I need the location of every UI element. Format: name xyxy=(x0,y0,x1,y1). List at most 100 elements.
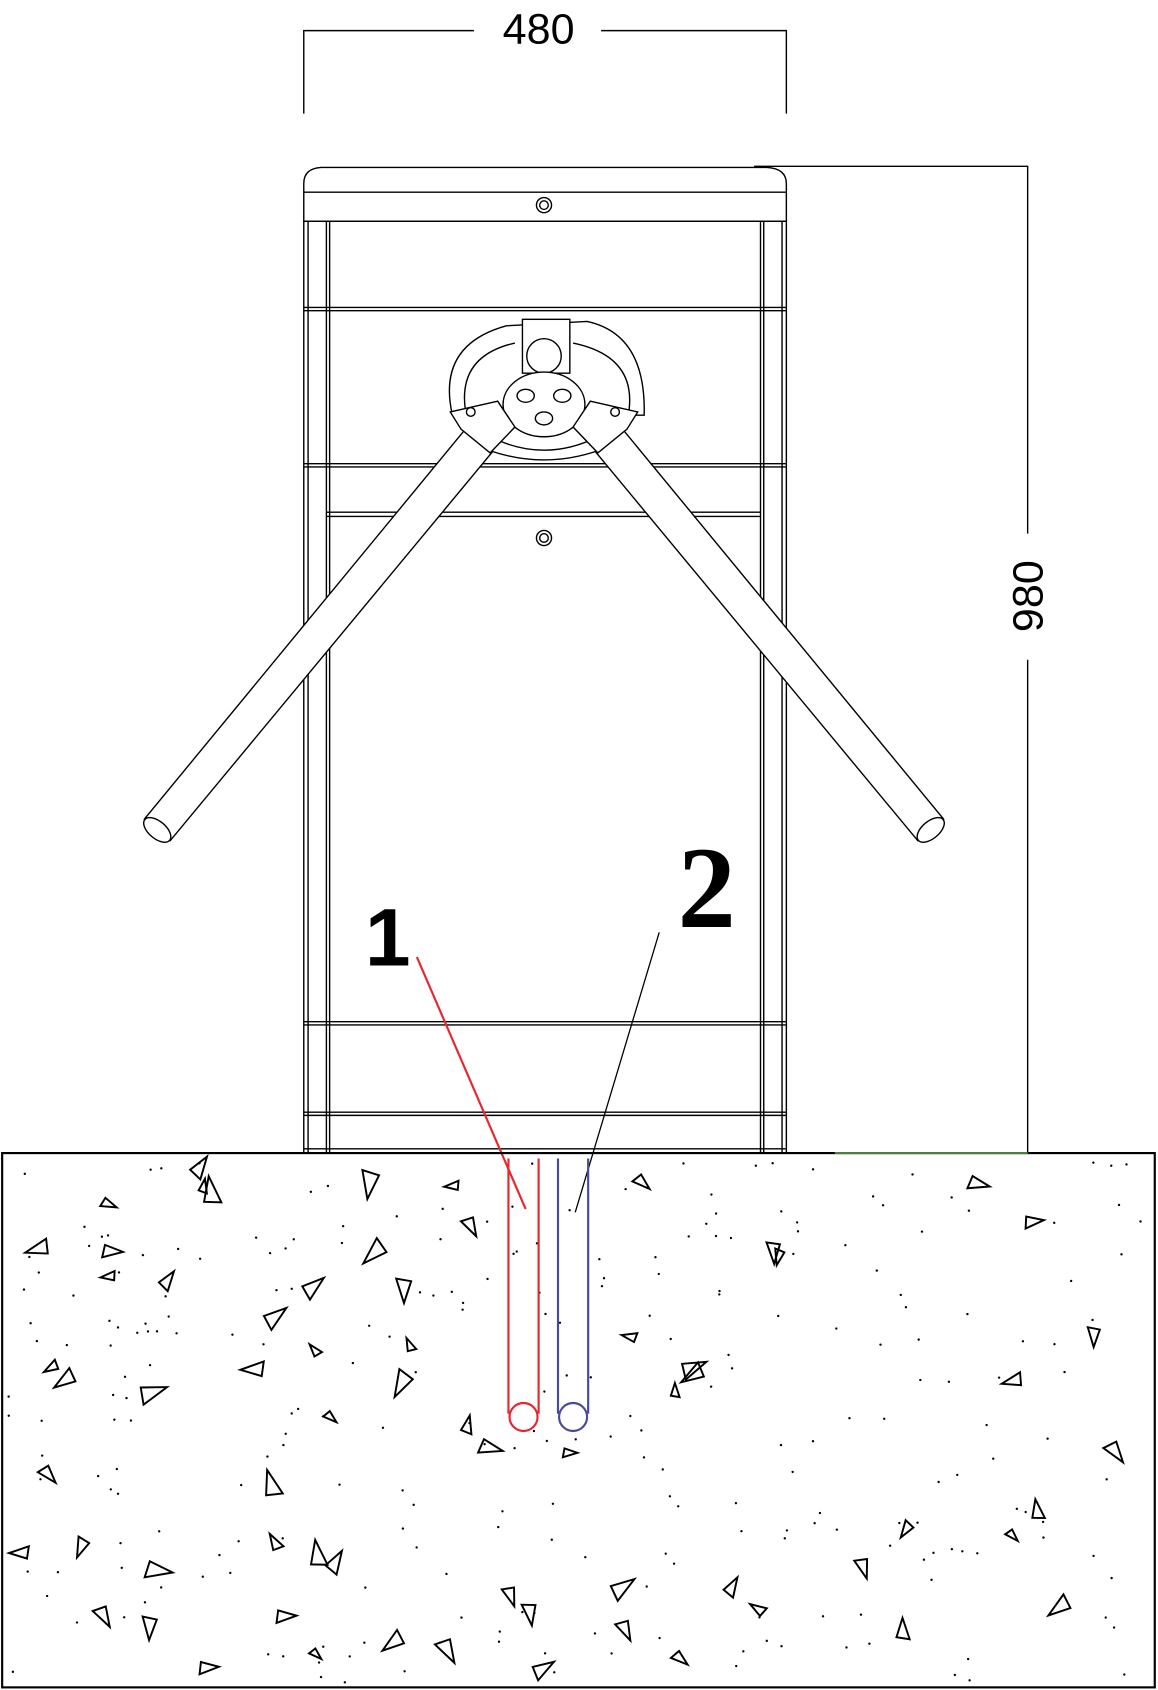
aggregate-dot xyxy=(727,1353,730,1357)
aggregate-stone xyxy=(309,1536,330,1566)
rotor-head xyxy=(448,318,645,461)
aggregate-stone xyxy=(41,1357,60,1374)
aggregate-stone xyxy=(307,1646,324,1662)
aggregate-dot xyxy=(338,1483,341,1486)
aggregate-dot xyxy=(730,1367,734,1370)
aggregate-stone xyxy=(895,1614,912,1641)
aggregate-dot xyxy=(460,1616,463,1619)
aggregate-dot xyxy=(468,1421,471,1425)
aggregate-stone xyxy=(300,1275,327,1302)
concrete-foundation xyxy=(1,1152,1156,1689)
aggregate-stone xyxy=(998,1370,1023,1387)
aggregate-stone xyxy=(774,1247,786,1269)
aggregate-dot xyxy=(108,1319,111,1323)
aggregate-dot xyxy=(7,1395,10,1398)
aggregate-dot xyxy=(848,1417,851,1420)
aggregate-dot xyxy=(116,1326,120,1329)
aggregate-dot xyxy=(284,1432,287,1435)
aggregate-stone xyxy=(680,1360,710,1382)
aggregate-stone xyxy=(669,1649,690,1667)
aggregate-stone xyxy=(613,1619,632,1644)
aggregate-dot xyxy=(533,1611,536,1615)
aggregate-dot xyxy=(704,1360,707,1364)
aggregate-dot xyxy=(125,1396,128,1400)
aggregate-dot xyxy=(144,1322,147,1325)
aggregate-dot xyxy=(821,1615,825,1618)
aggregate-dot xyxy=(845,1646,848,1649)
aggregate-dot xyxy=(40,1419,43,1422)
aggregate-dot xyxy=(950,1196,953,1199)
aggregate-stone xyxy=(197,1175,209,1195)
aggregate-stone xyxy=(405,1335,419,1353)
aggregate-dot xyxy=(584,1556,587,1559)
aggregate-dot xyxy=(143,1601,147,1604)
aggregate-dot xyxy=(593,1632,597,1635)
aggregate-dot xyxy=(1024,1510,1027,1514)
aggregate-dot xyxy=(403,1670,406,1673)
callout-label-2: 2 xyxy=(678,824,736,953)
aggregate-dot xyxy=(1091,1318,1094,1322)
aggregate-stone xyxy=(1086,1325,1102,1351)
aggregate-dot xyxy=(83,1225,86,1229)
aggregate-dot xyxy=(368,1324,371,1327)
aggregate-dot xyxy=(956,1473,959,1477)
aggregate-stone xyxy=(35,1464,58,1486)
aggregate-dot xyxy=(22,1288,26,1291)
aggregate-stone xyxy=(899,1518,915,1541)
aggregate-stone xyxy=(98,1196,120,1209)
aggregate-stone xyxy=(275,1609,300,1625)
aggregate-dot xyxy=(932,1551,935,1555)
aggregate-stone xyxy=(198,1660,223,1676)
aggregate-dot xyxy=(668,1495,672,1498)
aggregate-dot xyxy=(658,1636,661,1640)
aggregate-dot xyxy=(714,1212,718,1215)
screw-top xyxy=(535,196,553,214)
aggregate-dot xyxy=(136,1331,139,1334)
aggregate-dot xyxy=(284,1247,287,1250)
aggregate-dot xyxy=(672,1562,676,1565)
aggregate-dot xyxy=(754,1164,758,1167)
conduit-pipe-1 xyxy=(507,1158,540,1433)
aggregate-stone xyxy=(459,1216,478,1240)
aggregate-dot xyxy=(198,1162,201,1165)
aggregate-dot xyxy=(96,1474,100,1478)
aggregate-dot xyxy=(835,1327,838,1330)
aggregate-dot xyxy=(1053,1221,1056,1225)
aggregate-dot xyxy=(450,1290,453,1294)
aggregate-dot xyxy=(532,1429,536,1433)
aggregate-stone xyxy=(441,1179,460,1192)
aggregate-stone xyxy=(265,1466,285,1497)
aggregate-dot xyxy=(545,1439,549,1443)
aggregate-dot xyxy=(322,1415,325,1418)
aggregate-dot xyxy=(795,1221,799,1224)
aggregate-dot xyxy=(116,1492,120,1495)
aggregate-dot xyxy=(432,1294,435,1297)
aggregate-dot xyxy=(1123,1673,1126,1676)
aggregate-dot xyxy=(319,1675,323,1679)
aggregate-dot xyxy=(868,1642,871,1645)
aggregate-dot xyxy=(290,1287,293,1290)
aggregate-dot xyxy=(1120,1253,1123,1256)
aggregate-dot xyxy=(7,1414,10,1417)
aggregate-stone xyxy=(237,1360,265,1378)
aggregate-stone xyxy=(202,1173,223,1204)
aggregate-dot xyxy=(1046,1437,1049,1440)
aggregate-dot xyxy=(317,1661,321,1664)
aggregate-stone xyxy=(630,1172,652,1192)
aggregate-dot xyxy=(811,1168,815,1171)
aggregate-stone xyxy=(51,1366,77,1390)
aggregate-dot xyxy=(1105,1478,1108,1481)
aggregate-dot xyxy=(714,1234,718,1238)
aggregate-dot xyxy=(1015,1507,1019,1511)
aggregate-dot xyxy=(734,1501,738,1505)
aggregate-dot xyxy=(415,1546,418,1549)
aggregate-dot xyxy=(796,1230,800,1233)
aggregate-dot xyxy=(35,1339,39,1343)
aggregate-dot xyxy=(292,1238,295,1241)
aggregate-dot xyxy=(158,1530,161,1533)
aggregate-stone xyxy=(22,1236,49,1255)
aggregate-dot xyxy=(29,1322,32,1325)
width-dimension-label: 480 xyxy=(503,6,575,54)
aggregate-dot xyxy=(229,1571,232,1575)
aggregate-stone xyxy=(379,1628,406,1653)
